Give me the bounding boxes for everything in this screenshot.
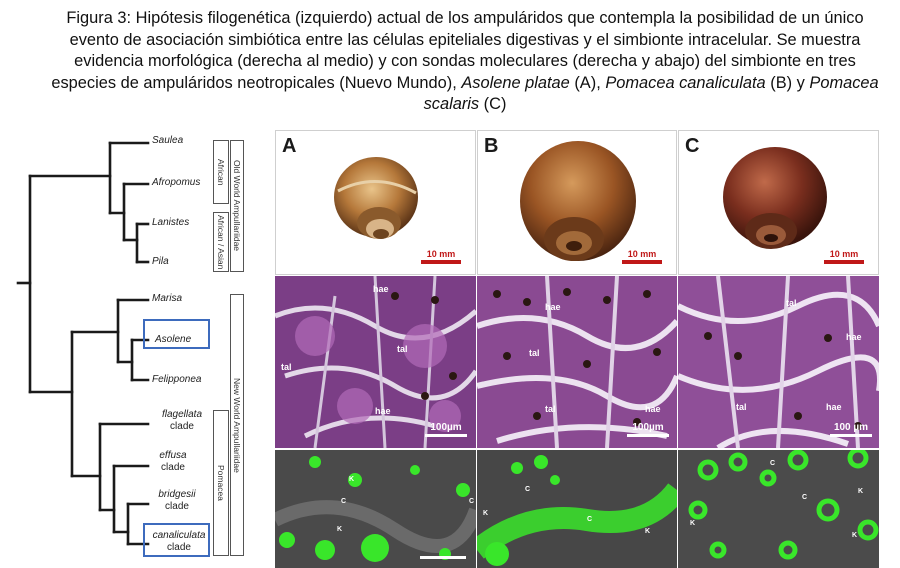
caption-label: Figura 3: [66,9,132,27]
snail-shell-a [334,157,418,239]
fluo-label-c-b2: C [587,516,593,523]
histo-label-hae-a: hae [373,284,389,294]
taxon-pila: Pila [152,256,169,267]
shell-photo-a: A 10 mm [275,130,476,275]
fluorescence-photo-b: C C K K [477,450,677,568]
fluorescence-photo-c: C C K K K [678,450,879,568]
group-label-african-asian: African / Asian [213,212,229,272]
histo-label-tal-a1: tal [397,344,408,354]
histo-scale-b: 100µm [627,422,669,437]
fluo-label-k-c2: K [690,520,696,527]
histo-label-tal-c1: tal [786,298,797,308]
species-pomacea-scalaris: Pomacea scalaris [423,73,879,114]
image-panel: A 10 mm B [275,130,900,568]
histo-label-hae-c: hae [846,332,862,342]
caption-text-4: (C) [479,95,507,113]
shell-photo-b: B 10 mm [477,130,677,275]
histo-scale-a: 100µm [425,422,467,437]
fluo-label-k-c3: K [852,532,858,539]
taxon-asolene: Asolene [155,334,192,345]
histo-label-hae-c2: hae [826,402,842,412]
group-label-pomacea: Pomacea [213,410,229,556]
fluo-label-c-a: C [341,498,347,505]
highlight-box-canaliculata [143,523,210,557]
snail-shell-c [723,147,827,249]
histo-scale-c: 100 µm [830,422,872,437]
scale-bar-b: 10 mm [622,249,662,264]
column-letter-b: B [484,135,499,157]
histo-label-tal-a2: tal [281,362,292,372]
fluo-label-c-a2: C [469,498,475,505]
fluo-label-k-a: K [349,476,355,483]
shell-photo-c: C 10 mm [678,130,879,275]
histo-label-tal-b1: tal [529,348,540,358]
group-label-new-world: New World Ampullariidae [230,294,244,556]
highlight-box-asolene [143,319,210,349]
fluo-label-c-c: C [770,460,776,467]
snail-shell-b [520,141,636,261]
histo-label-hae-b: hae [545,302,561,312]
group-label-african: African [213,140,229,204]
histo-label-hae-a2: hae [375,406,391,416]
phylogenetic-tree: Saulea Afropomus Lanistes Pila Marisa As… [0,126,270,568]
fluo-label-k-b: K [483,510,489,517]
histology-photo-b: hae tal tal hae 100µm [477,276,677,448]
group-label-old-world: Old World Ampullariidae [230,140,244,272]
histology-photo-a: hae tal tal hae 100µm [275,276,476,448]
fluo-label-k-c: K [858,488,864,495]
species-asolene-platae: Asolene platae [461,73,570,92]
fluo-label-c-b: C [525,486,531,493]
caption-text-2: (A), [569,73,606,92]
fluorescence-photo-a: K C K C [275,450,476,568]
histology-photo-c: tal hae tal hae 100 µm [678,276,879,448]
species-pomacea-canaliculata: Pomacea canaliculata [605,73,766,92]
histo-label-hae-b2: hae [645,404,661,414]
fluo-label-c-c2: C [802,494,808,501]
taxon-saulea: Saulea [152,135,184,146]
column-letter-c: C [685,135,700,157]
taxon-afropomus: Afropomus [152,177,201,188]
taxon-lanistes: Lanistes [152,217,190,228]
figure-caption: Figura 3: Hipótesis filogenética (izquie… [40,8,890,116]
caption-text-1: Hipótesis filogenética (izquierdo) actua… [51,9,864,92]
scale-bar-a: 10 mm [421,249,461,264]
histo-label-tal-b2: tal [545,404,556,414]
column-letter-a: A [282,135,297,157]
fluo-label-k-a2: K [337,526,343,533]
fluo-label-k-b2: K [645,528,651,535]
taxon-marisa: Marisa [152,293,183,304]
tree-branches [16,141,150,546]
histo-label-tal-c2: tal [736,402,747,412]
scale-bar-c: 10 mm [824,249,864,264]
taxon-felipponea: Felipponea [152,374,202,385]
caption-text-3: (B) y [765,73,810,92]
